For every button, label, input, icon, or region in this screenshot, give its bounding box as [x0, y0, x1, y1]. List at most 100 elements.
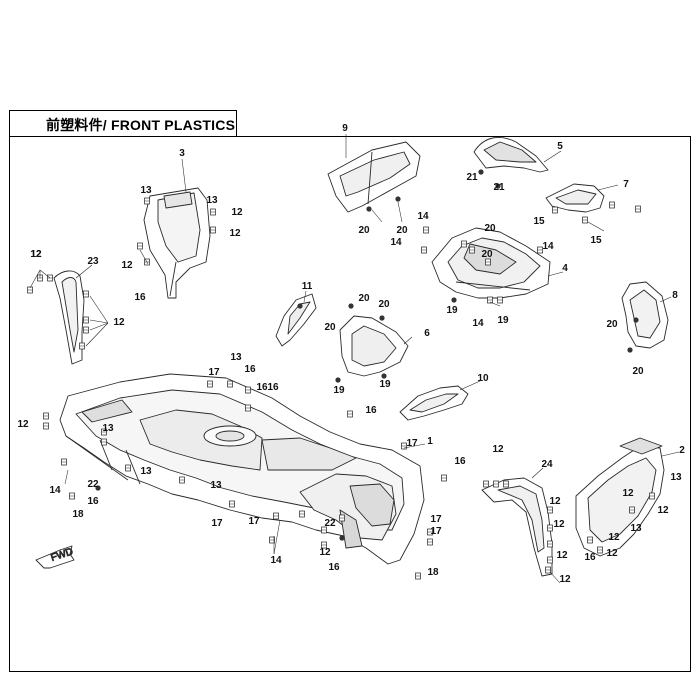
- callout-number: 3: [179, 148, 185, 159]
- callout-number: 21: [493, 182, 505, 193]
- callout-number: 15: [533, 216, 545, 227]
- part-5-bracket: [473, 136, 549, 173]
- callout-number: 8: [672, 290, 678, 301]
- callout-number: 24: [541, 459, 553, 470]
- callout-number: 14: [542, 241, 554, 252]
- part-8-side-cover: [621, 281, 669, 349]
- callout-number: 16: [328, 562, 340, 573]
- callout-number: 20: [324, 322, 336, 333]
- callout-number: 10: [477, 373, 489, 384]
- diagram-frame: [9, 136, 691, 672]
- callout-number: 12: [229, 228, 241, 239]
- callout-number: 17: [211, 518, 223, 529]
- callout-number: 6: [424, 328, 430, 339]
- callout-number: 18: [72, 509, 84, 520]
- fasteners: [27, 169, 655, 580]
- callout-number: 13: [102, 423, 114, 434]
- callout-number: 13: [140, 185, 152, 196]
- part-3-inner-panel: [143, 187, 211, 299]
- leader-lines: [29, 134, 680, 584]
- callout-number: 15: [590, 235, 602, 246]
- callout-number: 23: [87, 256, 99, 267]
- part-4-console: [431, 227, 551, 299]
- callout-number: 14: [49, 485, 61, 496]
- callout-number: 22: [324, 518, 336, 529]
- callout-number: 16: [454, 456, 466, 467]
- callout-number: 13: [210, 480, 222, 491]
- callout-number: 12: [231, 207, 243, 218]
- callout-number: 20: [481, 249, 493, 260]
- callout-number: 12: [549, 496, 561, 507]
- callout-number: 19: [333, 385, 345, 396]
- callout-number: 12: [559, 574, 571, 585]
- callout-number: 20: [484, 223, 496, 234]
- callout-number: 14: [472, 318, 484, 329]
- callout-number: 20: [606, 319, 618, 330]
- callout-number: 17: [208, 367, 220, 378]
- page-title: 前塑料件/ FRONT PLASTICS: [46, 117, 236, 133]
- callout-number: 5: [557, 141, 563, 152]
- callout-number: 12: [492, 444, 504, 455]
- fwd-arrow: FWD: [35, 545, 75, 569]
- callout-number: 14: [390, 237, 402, 248]
- callout-number: 19: [446, 305, 458, 316]
- callout-number: 12: [113, 317, 125, 328]
- callout-number: 2: [679, 445, 685, 456]
- callout-number: 16: [256, 382, 268, 393]
- callout-number: 16: [244, 364, 256, 375]
- part-23-left-flap: [53, 270, 85, 365]
- callout-number: 22: [87, 479, 99, 490]
- callout-number: 12: [606, 548, 618, 559]
- callout-number: 17: [430, 526, 442, 537]
- callout-number: 18: [427, 567, 439, 578]
- callout-number: 17: [430, 514, 442, 525]
- part-9-cover: [327, 141, 421, 213]
- callout-number: 19: [379, 379, 391, 390]
- callout-number: 12: [121, 260, 133, 271]
- callout-number: 16: [584, 552, 596, 563]
- part-2-inner-panel: [575, 437, 665, 557]
- callout-number: 1: [427, 436, 433, 447]
- callout-number: 14: [417, 211, 429, 222]
- callout-number: 4: [562, 263, 568, 274]
- callout-number: 12: [30, 249, 42, 260]
- callout-number: 13: [140, 466, 152, 477]
- callout-number: 12: [553, 519, 565, 530]
- callout-number: 12: [17, 419, 29, 430]
- title-box: 前塑料件/ FRONT PLASTICS: [9, 110, 237, 137]
- part-6-headlight-cover: [339, 315, 409, 377]
- part-1-front-body: [59, 373, 425, 565]
- callout-number: 12: [657, 505, 669, 516]
- part-24-right-flap: [481, 477, 553, 577]
- callout-number: 19: [497, 315, 509, 326]
- callout-number: 16: [87, 496, 99, 507]
- callout-number: 12: [556, 550, 568, 561]
- callout-number: 13: [230, 352, 242, 363]
- callout-number: 20: [358, 225, 370, 236]
- part-7-cap: [545, 183, 605, 213]
- callout-number: 16: [267, 382, 279, 393]
- callout-number: 16: [365, 405, 377, 416]
- callout-number: 7: [623, 179, 629, 190]
- callout-number: 17: [406, 438, 418, 449]
- callout-number: 20: [632, 366, 644, 377]
- callout-number: 13: [206, 195, 218, 206]
- callout-number: 21: [466, 172, 478, 183]
- callout-number: 12: [622, 488, 634, 499]
- callout-number: 16: [134, 292, 146, 303]
- callout-number: 9: [342, 123, 348, 134]
- callout-number: 11: [302, 281, 313, 292]
- callout-number: 17: [248, 516, 260, 527]
- callout-number: 20: [396, 225, 408, 236]
- callout-number: 12: [30, 249, 42, 260]
- part-11-trim: [275, 293, 317, 347]
- callout-number: 12: [319, 547, 331, 558]
- callout-number: 13: [670, 472, 682, 483]
- callout-number: 20: [378, 299, 390, 310]
- callout-number: 12: [608, 532, 620, 543]
- callout-number: 14: [270, 555, 282, 566]
- part-10-visor: [399, 385, 469, 421]
